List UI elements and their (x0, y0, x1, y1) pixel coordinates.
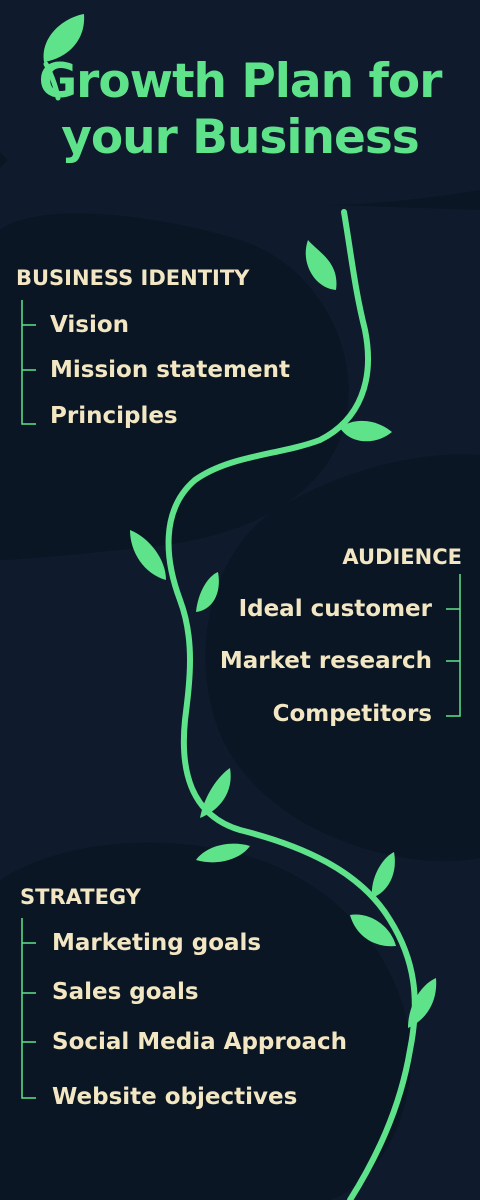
leaf-icon (371, 852, 395, 898)
bracket-audience (446, 574, 461, 717)
list-item-principles: Principles (50, 403, 178, 429)
bracket-business-identity (21, 300, 36, 425)
background-blob-right (205, 454, 480, 862)
leaf-icon (130, 530, 166, 580)
list-item-social-media-approach: Social Media Approach (52, 1029, 348, 1055)
page-title-line-1: Growth Plan for (38, 54, 443, 109)
list-item-sales-goals: Sales goals (52, 979, 199, 1005)
section-heading-audience: AUDIENCE (342, 545, 462, 569)
title-leaf-icon (43, 14, 85, 101)
vine-leaves (130, 240, 437, 1028)
background-blob-left (0, 213, 349, 560)
list-item-mission-statement: Mission statement (50, 357, 290, 383)
section-heading-strategy: STRATEGY (20, 885, 141, 909)
list-item-ideal-customer: Ideal customer (238, 596, 432, 622)
page-title-line-2: your Business (61, 110, 420, 165)
list-item-marketing-goals: Marketing goals (52, 930, 262, 956)
page-title: Growth Plan for your Business (0, 54, 480, 166)
leaf-icon (305, 240, 337, 290)
background-blob-bottom (0, 842, 412, 1200)
leaf-icon (350, 914, 396, 947)
background-blob-top-dark (330, 190, 480, 210)
list-item-market-research: Market research (219, 648, 432, 674)
list-item-website-objectives: Website objectives (52, 1084, 298, 1110)
leaf-icon (408, 978, 437, 1028)
list-item-competitors: Competitors (272, 701, 432, 727)
leaf-icon (200, 768, 231, 818)
list-item-vision: Vision (50, 312, 130, 338)
leaf-icon (196, 843, 250, 863)
section-heading-business-identity: BUSINESS IDENTITY (16, 266, 250, 290)
left-edge-notch (0, 152, 8, 168)
bracket-strategy (21, 918, 36, 1099)
leaf-icon (196, 572, 219, 612)
leaf-icon (340, 420, 392, 442)
vine-stem (165, 209, 418, 1200)
